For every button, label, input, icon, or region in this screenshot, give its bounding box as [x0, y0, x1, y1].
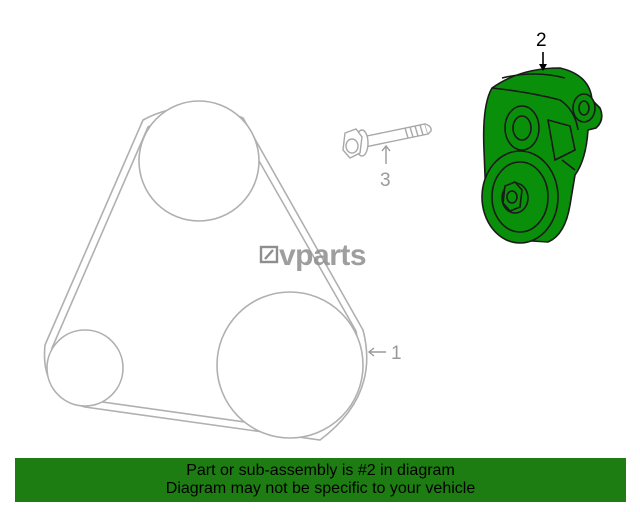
callout-1: 1 [367, 343, 402, 364]
banner-line-part: Part or sub-assembly is #2 in diagram [186, 462, 455, 479]
watermark-text: vparts [279, 239, 366, 272]
callout-2: 2 [536, 30, 547, 71]
banner-background [15, 458, 626, 502]
info-banner: Part or sub-assembly is #2 in diagram Di… [15, 458, 626, 502]
belt-tensioner[interactable] [481, 67, 603, 244]
crank-pulley [216, 291, 364, 439]
callout-label-3: 3 [380, 170, 391, 191]
callout-3: 3 [380, 144, 391, 191]
left-pulley [46, 329, 124, 407]
top-pulley [138, 100, 260, 222]
banner-line-disclaimer: Diagram may not be specific to your vehi… [165, 480, 476, 497]
bolt[interactable] [342, 123, 432, 159]
vparts-logo: vparts [259, 239, 367, 272]
callout-label-2: 2 [536, 30, 547, 51]
vparts-logo-mark [259, 245, 279, 264]
callout-label-1: 1 [391, 343, 402, 364]
